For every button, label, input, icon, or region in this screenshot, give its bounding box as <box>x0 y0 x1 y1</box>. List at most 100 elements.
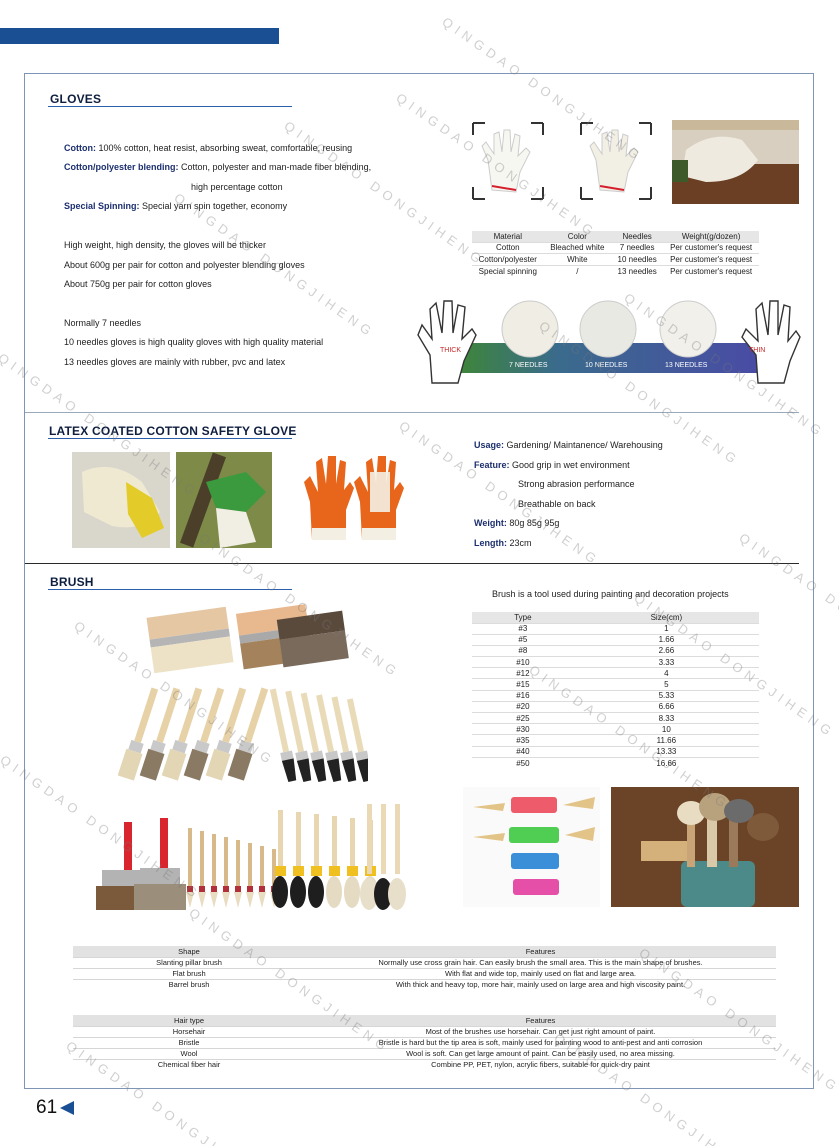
weight-note: High weight, high density, the gloves wi… <box>64 240 266 250</box>
gloves-line-cotton: Cotton: 100% cotton, heat resist, absorb… <box>64 143 353 153</box>
table-cell: 11.66 <box>573 734 759 747</box>
table-cell: Special spinning <box>472 264 544 277</box>
table-cell: 8.33 <box>573 711 759 724</box>
table-cell: Horsehair <box>73 1025 305 1037</box>
latex-feature: Strong abrasion performance <box>518 479 635 489</box>
table-cell: Normally use cross grain hair. Can easil… <box>305 956 776 968</box>
latex-title-underline <box>48 438 292 439</box>
table-cell: #8 <box>472 644 574 657</box>
table-cell: #35 <box>472 734 574 747</box>
section-divider <box>25 412 799 413</box>
orange-latex-gloves-photo <box>300 452 410 544</box>
table-cell: #16 <box>472 689 574 702</box>
page-frame <box>24 73 814 1089</box>
gloves-line-blending-cont: high percentage cotton <box>191 182 283 192</box>
header-accent-bar <box>0 28 279 44</box>
table-cell: 5 <box>573 678 759 691</box>
table-header-cell: Features <box>305 946 776 957</box>
table-cell: With flat and wide top, mainly used on f… <box>305 967 776 979</box>
table-header-row: Shape Features <box>73 946 776 957</box>
table-cell: #5 <box>472 633 574 646</box>
table-header-cell: Material <box>472 231 544 242</box>
table-cell: 4 <box>573 667 759 679</box>
table-cell: Most of the brushes use horsehair. Can g… <box>305 1025 776 1037</box>
flat-brushes-photo <box>130 600 352 680</box>
table-cell: Cotton <box>472 241 544 254</box>
table-cell: Flat brush <box>73 967 305 979</box>
roller-brush-photo <box>463 787 600 907</box>
table-cell: Barrel brush <box>73 978 305 990</box>
table-cell: Bleached white <box>543 241 612 254</box>
table-cell: #10 <box>472 656 574 668</box>
table-cell: Cotton/polyester <box>472 253 544 265</box>
brush-intro: Brush is a tool used during painting and… <box>492 589 729 599</box>
table-header-row: Hair type Features <box>73 1015 776 1026</box>
pillar-brushes-photo <box>118 682 368 792</box>
table-cell: 10 <box>573 723 759 735</box>
table-cell: 10 needles <box>611 253 664 265</box>
assorted-brushes-photo <box>88 800 408 918</box>
table-cell: Slanting pillar brush <box>73 956 305 968</box>
gloves-line-special: Special Spinning: Special yarn spin toge… <box>64 201 288 211</box>
thin-label: THIN <box>749 347 766 354</box>
weight-note: About 750g per pair for cotton gloves <box>64 279 212 289</box>
table-cell: Bristle is hard but the tip area is soft… <box>305 1036 776 1048</box>
gloves-title-underline <box>48 106 292 107</box>
page-arrow-icon <box>60 1101 74 1115</box>
thick-glove-icon <box>417 300 477 384</box>
section-divider <box>25 563 799 564</box>
brush-jar-photo <box>611 787 799 907</box>
table-row: Cotton Bleached white 7 needles Per cust… <box>472 241 759 254</box>
table-cell: Chemical fiber hair <box>73 1058 305 1070</box>
table-cell: Per customer's request <box>663 264 759 277</box>
table-cell: 16.66 <box>573 756 759 769</box>
latex-glove-photo-1 <box>72 452 170 548</box>
table-cell: 13 needles <box>611 264 664 277</box>
table-cell: / <box>543 264 612 277</box>
latex-weight: Weight: 80g 85g 95g <box>474 518 560 528</box>
weight-note: About 600g per pair for cotton and polye… <box>64 260 305 270</box>
table-cell: 1 <box>573 622 759 635</box>
table-header-row: Type Size(cm) <box>472 612 759 623</box>
table-header-cell: Needles <box>611 231 664 242</box>
latex-feature: Feature: Good grip in wet environment <box>474 460 630 470</box>
table-cell: 6.66 <box>573 700 759 713</box>
table-row: Special spinning / 13 needles Per custom… <box>472 264 759 277</box>
table-row: Cotton/polyester White 10 needles Per cu… <box>472 253 759 265</box>
table-header-cell: Type <box>472 612 574 623</box>
table-cell: #25 <box>472 711 574 724</box>
table-cell: #12 <box>472 667 574 679</box>
table-cell: #3 <box>472 622 574 635</box>
table-header-cell: Weight(g/dozen) <box>663 231 759 242</box>
latex-title: LATEX COATED COTTON SAFETY GLOVE <box>49 424 297 438</box>
white-glove-photo-1 <box>470 120 546 202</box>
thick-label: THICK <box>440 347 461 354</box>
table-cell: Combine PP, PET, nylon, acrylic fibers, … <box>305 1058 776 1070</box>
table-cell: Per customer's request <box>663 253 759 265</box>
brush-title-underline <box>48 589 292 590</box>
table-cell: #20 <box>472 700 574 713</box>
table-header-cell: Color <box>543 231 612 242</box>
latex-feature: Breathable on back <box>518 499 596 509</box>
needle-label: 7 NEEDLES <box>509 362 548 369</box>
table-cell: #30 <box>472 723 574 735</box>
brush-title: BRUSH <box>50 575 94 589</box>
